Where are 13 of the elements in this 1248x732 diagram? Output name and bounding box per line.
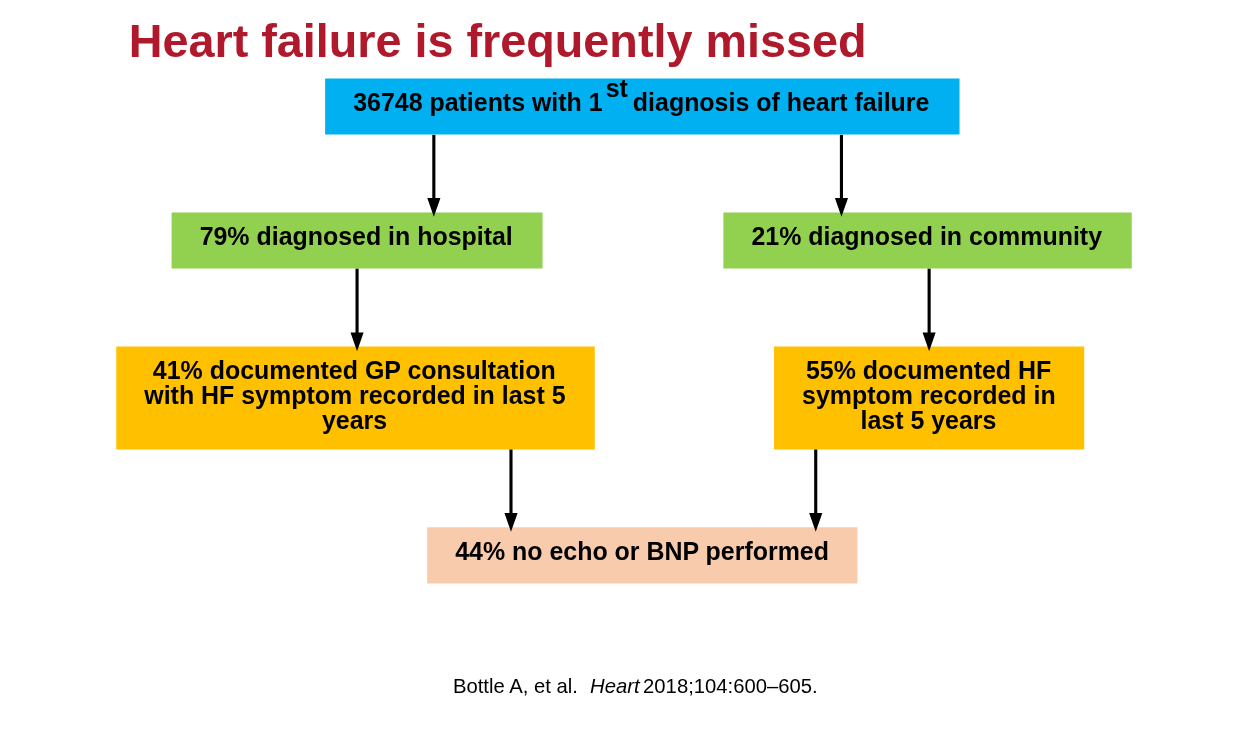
arrow [504, 449, 518, 532]
node-box: 21% diagnosed in community [723, 212, 1132, 269]
node-box: 55% documented HF symptom recorded in last 5 years [774, 346, 1085, 450]
diagram-title: Heart failure is frequently missed [128, 14, 867, 67]
node-box: 44% no echo or BNP performed [427, 527, 858, 584]
node-box: 79% diagnosed in hospital [171, 212, 543, 269]
arrow [809, 449, 823, 532]
arrow [427, 134, 441, 217]
label: Bottle A, et al. Heart 2018;104:600–605. [452, 675, 818, 698]
arrow [922, 268, 936, 352]
arrow [834, 134, 848, 217]
arrow [350, 268, 364, 352]
node-box: 41% documented GP consultation with HF symptom recorded in last 5 years [116, 346, 595, 450]
